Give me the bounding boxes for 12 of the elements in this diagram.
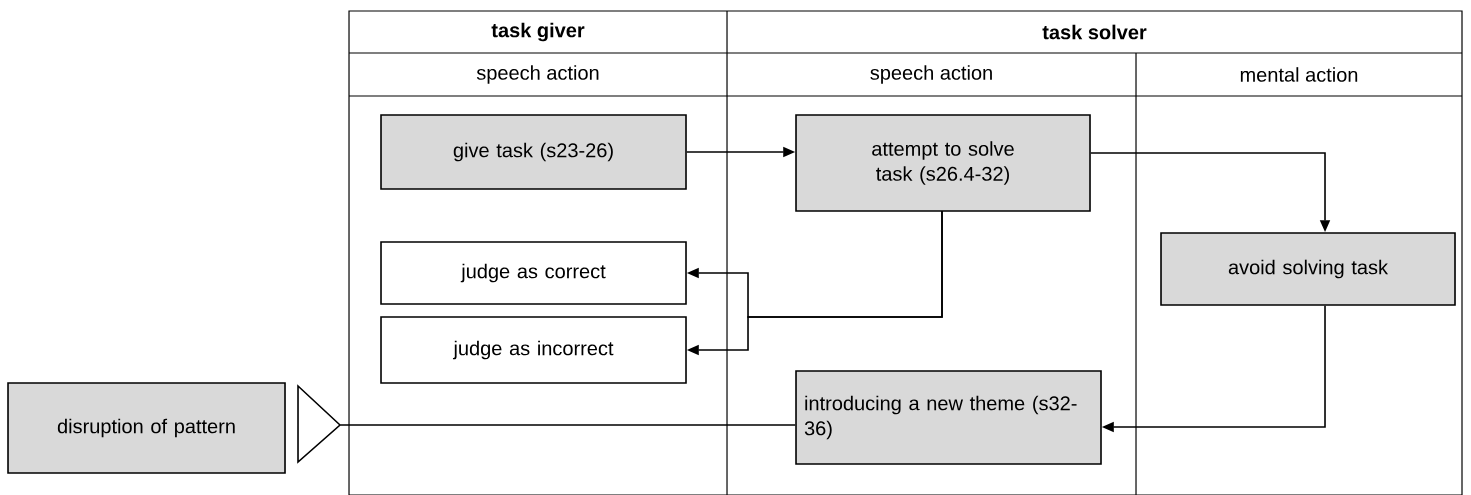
column-header: task giver [491, 22, 585, 42]
process-box: avoid solving task [1160, 232, 1456, 306]
column-header: speech action [476, 65, 599, 84]
process-box: introducing a new theme (s32-36) [795, 370, 1102, 465]
process-box: judge as incorrect [380, 316, 687, 384]
column-header: mental action [1240, 67, 1358, 82]
column-header: speech action [870, 65, 992, 84]
column-header: task solver [1042, 24, 1147, 40]
process-box: give task (s23-26) [380, 114, 687, 190]
process-box: attempt to solve task (s26.4-32) [795, 114, 1091, 212]
process-box: disruption of pattern [7, 382, 286, 474]
process-box: judge as correct [380, 241, 687, 305]
